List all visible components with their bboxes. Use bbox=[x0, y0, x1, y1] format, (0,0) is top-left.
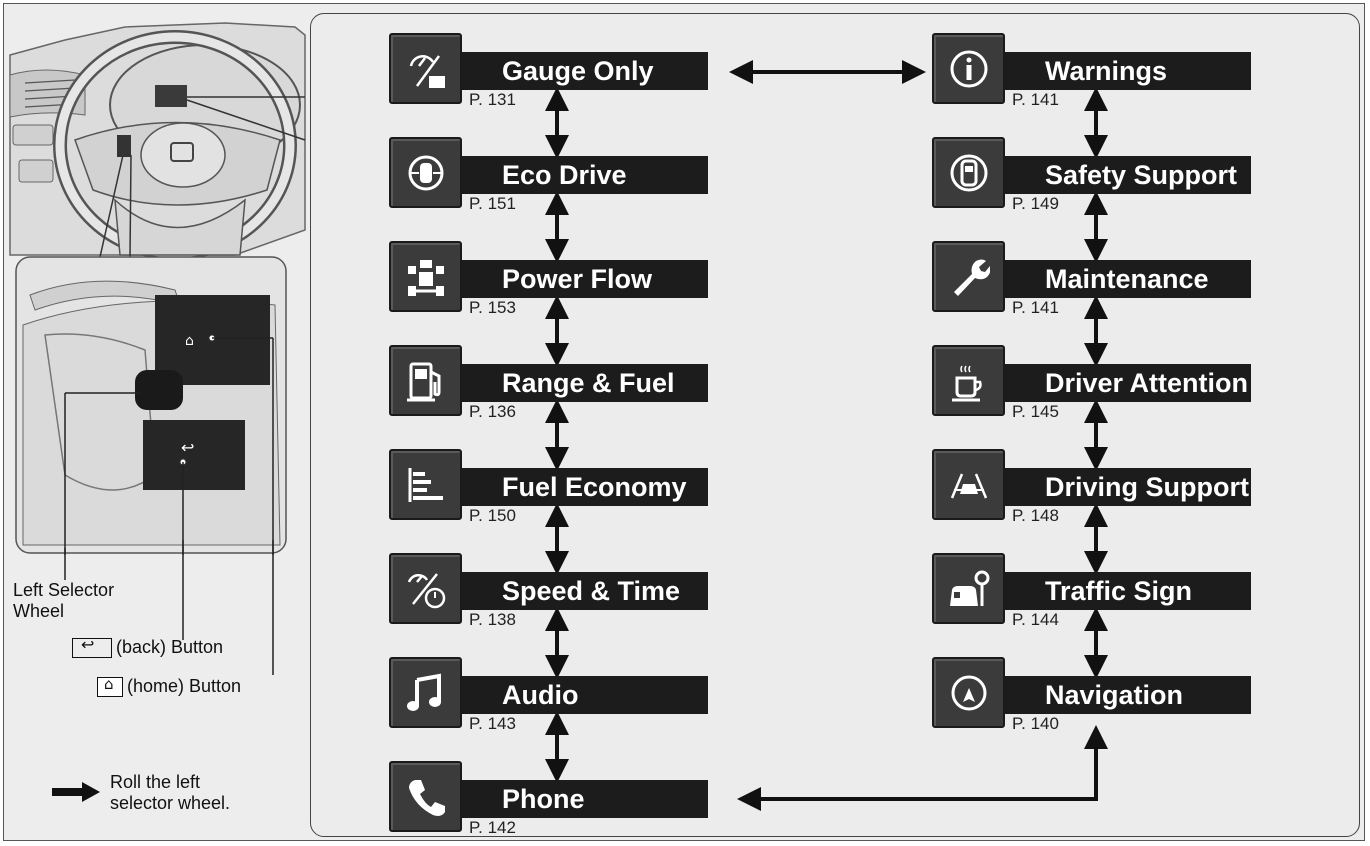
lane-car-icon-box bbox=[932, 449, 1005, 520]
svg-text:↩: ↩ bbox=[181, 438, 194, 457]
page-reference: P. 131 bbox=[469, 90, 516, 109]
safety-support-icon bbox=[950, 154, 988, 192]
menu-label: Audio bbox=[462, 676, 708, 714]
compass-icon-box bbox=[932, 657, 1005, 728]
menu-label: Maintenance bbox=[1005, 260, 1251, 298]
page-reference: P. 141 bbox=[1012, 298, 1059, 317]
music-note-icon-box bbox=[389, 657, 462, 728]
page-reference: P. 136 bbox=[469, 402, 516, 421]
menu-label: Gauge Only bbox=[462, 52, 708, 90]
wrench-icon bbox=[954, 259, 990, 296]
page-reference: P. 144 bbox=[1012, 610, 1059, 629]
page-reference: P. 153 bbox=[469, 298, 516, 317]
back-button-label: ↩(back) Button bbox=[72, 635, 223, 659]
power-flow-icon bbox=[408, 260, 444, 296]
wrench-icon-box bbox=[932, 241, 1005, 312]
eco-drive-icon-box bbox=[389, 137, 462, 208]
traffic-sign-icon bbox=[950, 570, 990, 606]
page-reference: P. 148 bbox=[1012, 506, 1059, 525]
back-icon: ↩ bbox=[72, 635, 112, 659]
bottom-loop-arrow bbox=[737, 725, 1108, 811]
phone-icon bbox=[409, 780, 445, 816]
menu-label: Fuel Economy bbox=[462, 468, 708, 506]
compass-icon bbox=[951, 675, 987, 711]
coffee-cup-icon bbox=[952, 365, 982, 402]
info-icon bbox=[950, 50, 988, 88]
page-reference: P. 150 bbox=[469, 506, 516, 525]
safety-support-icon-box bbox=[932, 137, 1005, 208]
page-reference: P. 142 bbox=[469, 818, 516, 837]
page-reference: P. 151 bbox=[469, 194, 516, 213]
phone-icon-box bbox=[389, 761, 462, 832]
menu-label: Navigation bbox=[1005, 676, 1251, 714]
bar-chart-icon-box bbox=[389, 449, 462, 520]
callout-lines bbox=[64, 540, 274, 675]
page-reference: P. 143 bbox=[469, 714, 516, 733]
music-note-icon bbox=[407, 673, 441, 711]
home-button-label: ⌂(home) Button bbox=[97, 675, 241, 698]
page-reference: P. 140 bbox=[1012, 714, 1059, 733]
traffic-sign-icon-box bbox=[932, 553, 1005, 624]
power-flow-icon-box bbox=[389, 241, 462, 312]
page-reference: P. 145 bbox=[1012, 402, 1059, 421]
steering-wheel-illustration: ⌂ ↩ bbox=[9, 22, 306, 555]
svg-text:⌂: ⌂ bbox=[185, 333, 194, 349]
speed-time-icon-box bbox=[389, 553, 462, 624]
fuel-pump-icon bbox=[407, 362, 441, 402]
legend-label: Roll the left selector wheel. bbox=[110, 772, 231, 813]
gauge-only-icon bbox=[409, 55, 445, 88]
menu-label: Eco Drive bbox=[462, 156, 708, 194]
menu-label: Power Flow bbox=[462, 260, 708, 298]
menu-label: Traffic Sign bbox=[1005, 572, 1251, 610]
coffee-cup-icon-box bbox=[932, 345, 1005, 416]
menu-label: Phone bbox=[462, 780, 708, 818]
page-reference: P. 138 bbox=[469, 610, 516, 629]
bar-chart-icon bbox=[408, 468, 443, 502]
info-icon-box bbox=[932, 33, 1005, 104]
menu-label: Driving Support bbox=[1005, 468, 1251, 506]
legend-arrow-icon bbox=[52, 782, 100, 802]
eco-drive-icon bbox=[408, 155, 444, 191]
gauge-only-icon-box bbox=[389, 33, 462, 104]
left-selector-label: Left Selector Wheel bbox=[13, 580, 115, 621]
menu-label: Range & Fuel bbox=[462, 364, 708, 402]
home-icon: ⌂ bbox=[97, 675, 123, 698]
speed-time-icon bbox=[407, 573, 446, 609]
page-reference: P. 149 bbox=[1012, 194, 1059, 213]
lane-car-icon bbox=[950, 473, 988, 499]
fuel-pump-icon-box bbox=[389, 345, 462, 416]
menu-label: Speed & Time bbox=[462, 572, 708, 610]
page-reference: P. 141 bbox=[1012, 90, 1059, 109]
menu-label: Warnings bbox=[1005, 52, 1251, 90]
menu-label: Safety Support bbox=[1005, 156, 1251, 194]
menu-label: Driver Attention bbox=[1005, 364, 1251, 402]
